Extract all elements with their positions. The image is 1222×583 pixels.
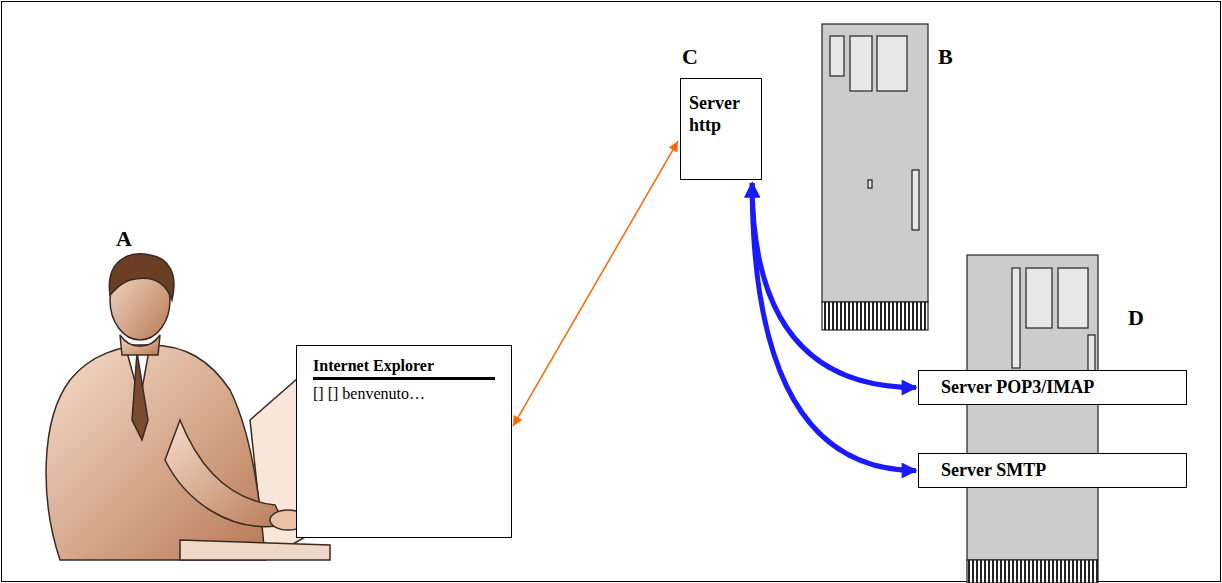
http-link bbox=[513, 141, 678, 426]
node-title: Server SMTP bbox=[941, 460, 1046, 482]
callout-letter: A bbox=[116, 226, 132, 252]
browser-window: Internet Explorer [] [] benvenuto… bbox=[296, 345, 512, 538]
callout-letter: C bbox=[682, 44, 698, 70]
mail-server-box: Server SMTP bbox=[918, 453, 1187, 488]
mail-link bbox=[752, 183, 916, 471]
server-tower bbox=[967, 255, 1098, 583]
node-title: Server POP3/IMAP bbox=[941, 377, 1094, 399]
node-title: Server http bbox=[689, 93, 753, 136]
person-illustration bbox=[46, 254, 335, 560]
mail-server-box: Server POP3/IMAP bbox=[918, 370, 1187, 405]
node-title: Internet Explorer bbox=[313, 356, 495, 380]
callout-letter: B bbox=[938, 44, 953, 70]
node-body: [] [] benvenuto… bbox=[313, 384, 495, 403]
callout-letter: D bbox=[1128, 305, 1144, 331]
server-tower bbox=[822, 24, 928, 330]
http-server-box: Server http bbox=[680, 78, 762, 180]
